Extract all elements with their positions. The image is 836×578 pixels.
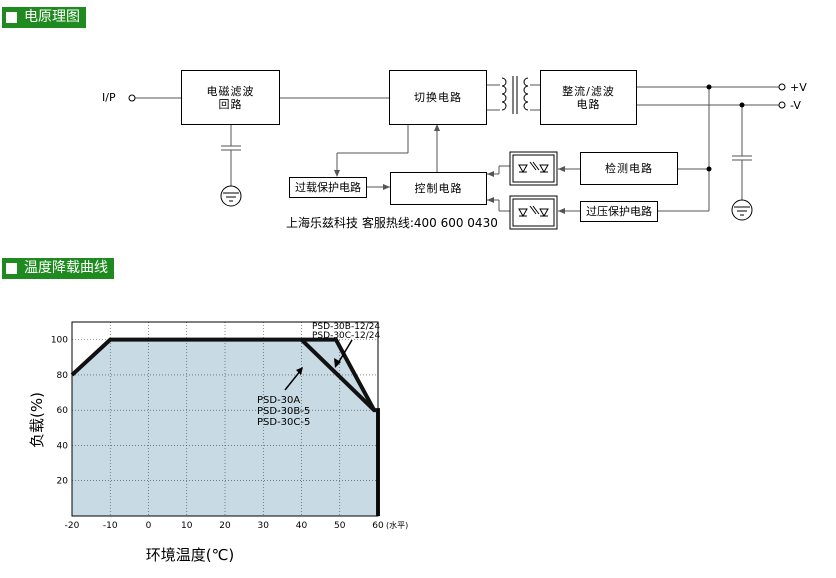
x-tick-label: 60 <box>372 521 384 531</box>
annotation-upper: PSD-30B-12/24 <box>312 322 380 332</box>
overload-block: 过载保护电路 <box>289 177 367 198</box>
section-header-principle: 电原理图 <box>2 7 86 28</box>
output-minus-terminal <box>778 101 786 109</box>
transformer-icon <box>501 76 529 114</box>
contact-text: 上海乐兹科技 客服热线:400 600 0430 <box>286 216 498 230</box>
x-axis-label: 环境温度(℃) <box>146 546 235 564</box>
x-tick-label: -20 <box>65 521 80 531</box>
y-tick-label: 40 <box>57 441 69 451</box>
output-minus-label: -V <box>790 99 801 112</box>
x-tick-label: 20 <box>219 521 231 531</box>
control-block: 控制电路 <box>390 172 487 205</box>
plot-border <box>71 321 379 517</box>
output-plus-terminal <box>778 83 786 91</box>
input-label: I/P <box>102 91 116 104</box>
annotation-lower: PSD-30B-5 <box>257 406 310 417</box>
x-tick-label: 30 <box>258 521 270 531</box>
annotation-upper-arrow <box>336 339 353 366</box>
annotation-lower-arrow <box>284 369 302 391</box>
y-tick-label: 80 <box>57 371 69 381</box>
x-tick-label: 50 <box>334 521 346 531</box>
detection-block: 检测电路 <box>580 152 678 185</box>
section-header-derating: 温度降载曲线 <box>2 258 114 279</box>
square-bullet-icon <box>6 12 17 23</box>
x-tick-label: 40 <box>296 521 308 531</box>
ground-icon <box>220 185 242 207</box>
section-title: 温度降载曲线 <box>24 260 108 276</box>
x-unit-note: (水平) <box>386 520 408 530</box>
series-line-1 <box>300 338 376 412</box>
optocoupler-icon <box>509 195 558 230</box>
y-axis-label: 负载(%) <box>28 392 46 448</box>
emi-filter-block: 电磁滤波 回路 <box>181 70 280 125</box>
output-plus-label: +V <box>790 81 807 94</box>
annotation-lower: PSD-30A <box>257 395 300 406</box>
annotation-upper: PSD-30C-12/24 <box>312 331 381 341</box>
x-tick-label: 0 <box>146 521 152 531</box>
section-title: 电原理图 <box>24 9 80 25</box>
ground-icon <box>731 199 753 221</box>
y-tick-label: 20 <box>57 477 69 487</box>
annotation-lower-arrowhead <box>296 367 303 375</box>
square-bullet-icon <box>6 263 17 274</box>
y-tick-label: 60 <box>57 406 69 416</box>
annotation-lower: PSD-30C-5 <box>257 417 310 428</box>
x-tick-label: 10 <box>181 521 193 531</box>
switching-block: 切换电路 <box>389 70 487 125</box>
y-tick-label: 100 <box>51 336 68 346</box>
input-terminal <box>128 94 136 102</box>
circuit-wires <box>128 76 786 230</box>
x-tick-label: -10 <box>103 521 118 531</box>
overvoltage-block: 过压保护电路 <box>580 201 658 222</box>
annotation-upper-arrowhead <box>334 358 341 368</box>
rectifier-block: 整流/滤波 电路 <box>540 70 637 125</box>
optocoupler-icon <box>509 151 558 186</box>
